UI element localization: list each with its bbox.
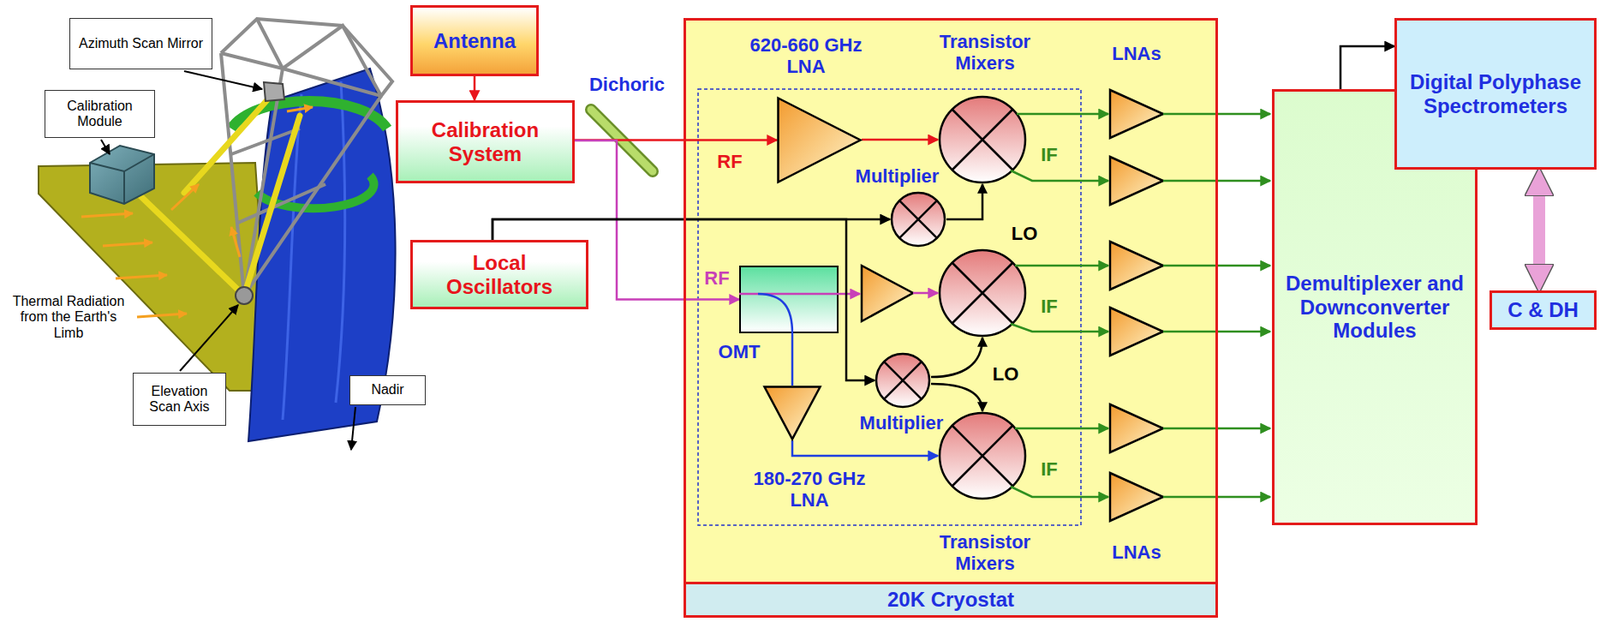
multiplier-symbol: [874, 352, 932, 409]
cdh-box: C & DH: [1489, 290, 1597, 330]
signal-label: IF: [1032, 143, 1067, 166]
dashed-frame: [698, 89, 1081, 526]
amplifier-node: 620-660 GHz LNA: [776, 96, 862, 184]
callout-box: Calibration Module: [44, 89, 156, 138]
callout-box: Nadir: [349, 375, 426, 406]
box-title: Demultiplexer and Downconverter Modules: [1283, 271, 1467, 343]
if-wire: [1010, 113, 1271, 497]
calibration-module: [89, 154, 155, 172]
amplifier-label: 180-270 GHz LNA: [736, 467, 883, 512]
multiplier-label: Multiplier: [847, 411, 956, 434]
cryostat-box: 620-660 GHz LNAMultiplierOMTMultiplier18…: [683, 17, 1218, 618]
lo-wire: [931, 337, 983, 377]
callout-box: Azimuth Scan Mirror: [69, 17, 213, 70]
box-title: C & DH: [1507, 298, 1579, 323]
rf-wire: [792, 440, 938, 456]
spectrometer-box: Digital Polyphase Spectrometers: [1394, 17, 1597, 170]
rf-wire: [861, 138, 938, 142]
mixer-symbol: [939, 96, 1026, 499]
bus-arrow: [1533, 184, 1546, 276]
oscillator-box: Local Oscillators: [410, 239, 589, 310]
annotation: Thermal Radiation from the Earth's Limb: [4, 293, 133, 341]
signal-wire: [492, 219, 890, 240]
calibration-module: [89, 145, 155, 204]
omt-shape: [739, 265, 839, 334]
multiplier-symbol: [889, 191, 947, 248]
signal-label: LO: [986, 363, 1025, 385]
signal-label: RF: [710, 150, 749, 173]
amplifier-symbol: [776, 96, 862, 184]
box-title: Local Oscillators: [419, 250, 580, 299]
part-label: LNAs: [1098, 42, 1176, 65]
callout-text: Azimuth Scan Mirror: [78, 35, 203, 52]
signal-wire: [473, 76, 477, 101]
cryostat-band: 20K Cryostat: [686, 581, 1216, 615]
cryostat-fill: [683, 17, 1218, 618]
signal-wire: [791, 333, 795, 386]
instrument-drawing: [38, 18, 396, 450]
multiplier-node: Multiplier: [889, 191, 947, 248]
signal-wire: [1340, 46, 1395, 90]
rf-wire: [913, 292, 938, 295]
signal-label: LO: [1007, 222, 1042, 245]
rf-wire: [838, 292, 860, 296]
radiation-arrow: [81, 107, 313, 317]
part-label: LNAs: [1098, 541, 1176, 563]
part-label: Dichoric: [575, 73, 679, 96]
multiplier-label: Multiplier: [843, 165, 951, 187]
azimuth-mirror: [263, 82, 285, 102]
multiplier-node: Multiplier: [874, 352, 932, 409]
amplifier-node: 180-270 GHz LNA: [763, 385, 822, 441]
antenna-box: Antenna: [410, 5, 539, 77]
lo-wire: [946, 184, 983, 220]
truss: [220, 18, 393, 296]
callout-box: Elevation Scan Axis: [132, 372, 227, 426]
omt-box: OMT: [739, 265, 839, 334]
support-rod: [137, 94, 300, 296]
box-title: Antenna: [433, 29, 516, 54]
amplifier-symbol: [763, 385, 822, 441]
calibration-module: [123, 171, 126, 204]
callout-text: Calibration Module: [51, 98, 150, 131]
elevation-joint: [235, 286, 253, 305]
part-label: Transistor Mixers: [912, 30, 1058, 75]
calibration-box: Calibration System: [395, 100, 575, 184]
box-title: Digital Polyphase Spectrometers: [1403, 70, 1588, 118]
omt-label: OMT: [712, 340, 766, 363]
signal-label: IF: [1032, 458, 1067, 480]
callout-text: Elevation Scan Axis: [139, 383, 221, 416]
callout-text: Nadir: [370, 382, 404, 398]
lo-wire: [931, 383, 983, 412]
signal-label: RF: [698, 267, 736, 289]
amplifier-label: 620-660 GHz LNA: [733, 34, 879, 78]
signal-label: IF: [1032, 295, 1067, 317]
part-label: Transistor Mixers: [912, 531, 1058, 575]
box-title: Calibration System: [405, 118, 566, 166]
